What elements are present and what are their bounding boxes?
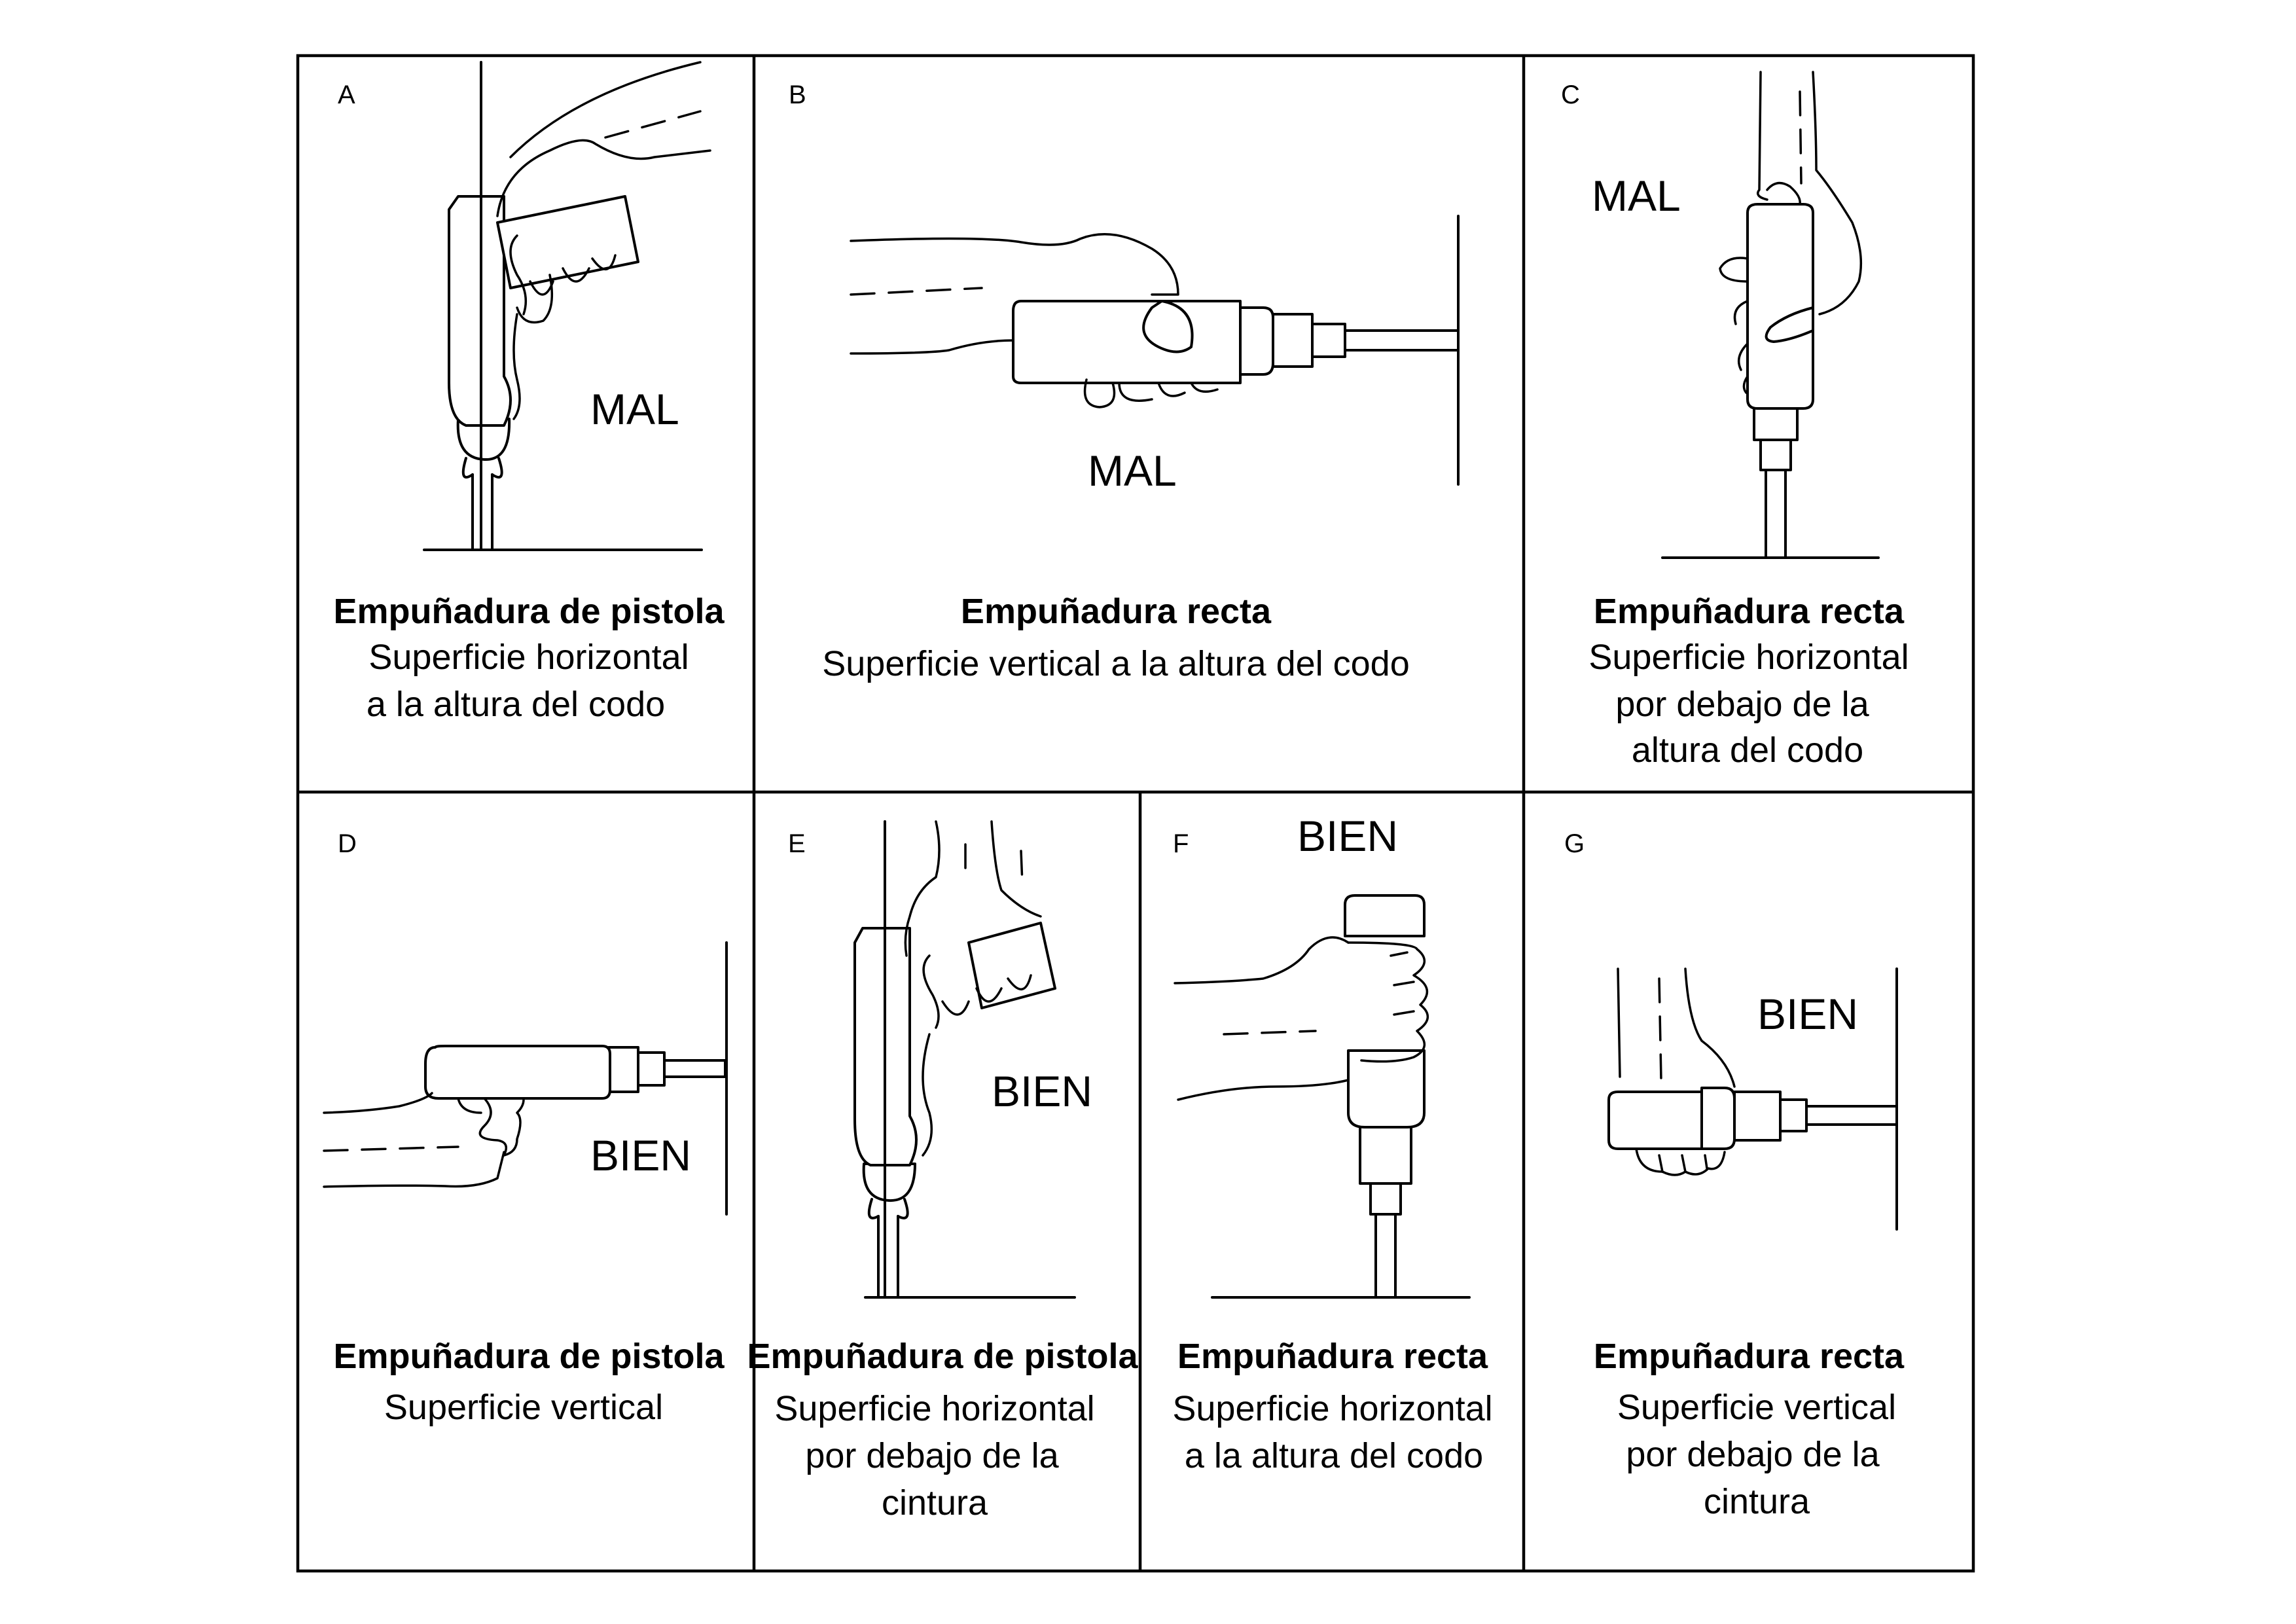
panel-letter: C [1561, 81, 1580, 109]
panel-g: G BIEN Empuñadura recta Superficie verti… [1564, 829, 1905, 1521]
grid-frame [296, 54, 1975, 1573]
straight-drill-down-illustration [1661, 71, 1880, 559]
panel-title: Empuñadura de pistola [747, 1337, 1138, 1376]
panel-description-line-1: Superficie horizontal [368, 638, 689, 677]
panel-letter: F [1173, 829, 1189, 858]
panel-description-line-2: por debajo de la [1615, 685, 1869, 724]
panel-letter: E [788, 829, 806, 858]
panel-e: E BIEN Empuñadura de pistola Superficie … [747, 820, 1139, 1523]
panel-letter: G [1564, 829, 1585, 858]
pistol-drill-low-illustration [853, 820, 1076, 1299]
panel-description-line-3: altura del codo [1632, 731, 1863, 770]
panel-title: Empuñadura de pistola [333, 1337, 725, 1376]
panel-title: Empuñadura de pistola [333, 592, 725, 631]
panel-description-line-1: Superficie vertical [384, 1388, 663, 1427]
panel-description-line-2: por debajo de la [805, 1436, 1059, 1475]
verdict-label: MAL [590, 385, 679, 433]
panel-description-line-1: Superficie vertical a la altura del codo [822, 644, 1410, 683]
panel-description-line-1: Superficie horizontal [774, 1389, 1094, 1428]
verdict-label: BIEN [992, 1067, 1092, 1115]
panel-d: D BIEN Empuñadura de pistola Superficie … [323, 829, 728, 1427]
verdict-label: MAL [1592, 171, 1681, 220]
straight-drill-vertical-hold-illustration [1174, 894, 1471, 1299]
panel-f: F BIEN Empuñadura recta Superficie horiz… [1172, 812, 1492, 1475]
panel-letter: B [789, 81, 806, 109]
panel-a: A MAL Empuñadura de pistola Superficie h… [333, 61, 725, 724]
panel-description-line-1: Superficie horizontal [1588, 638, 1909, 677]
panel-description-line-3: cintura [1704, 1482, 1810, 1521]
verdict-label: BIEN [1297, 812, 1398, 860]
panel-title: Empuñadura recta [1177, 1337, 1488, 1376]
panel-title: Empuñadura recta [1594, 592, 1905, 631]
straight-drill-low-vertical-illustration [1607, 967, 1898, 1231]
panel-letter: D [338, 829, 357, 858]
straight-drill-horizontal-illustration [850, 215, 1460, 486]
panel-title: Empuñadura recta [1594, 1337, 1905, 1376]
pistol-drill-down-illustration [423, 61, 711, 551]
panel-b: B MAL Empuñadura recta Superficie vertic… [789, 81, 1460, 683]
panel-description-line-1: Superficie horizontal [1172, 1389, 1492, 1428]
panel-description-line-2: a la altura del codo [367, 685, 665, 724]
verdict-label: BIEN [590, 1131, 691, 1180]
panel-c: C MAL Empuñadura recta Superficie horizo… [1561, 71, 1909, 770]
panel-description-line-1: Superficie vertical [1617, 1388, 1896, 1427]
verdict-label: MAL [1088, 446, 1177, 495]
panel-description-line-3: cintura [882, 1483, 988, 1523]
panel-description-line-2: a la altura del codo [1185, 1436, 1483, 1475]
verdict-label: BIEN [1757, 990, 1858, 1038]
panel-description-line-2: por debajo de la [1626, 1435, 1880, 1474]
panel-title: Empuñadura recta [961, 592, 1272, 631]
panel-letter: A [338, 81, 355, 109]
pistol-drill-horizontal-illustration [323, 941, 728, 1216]
